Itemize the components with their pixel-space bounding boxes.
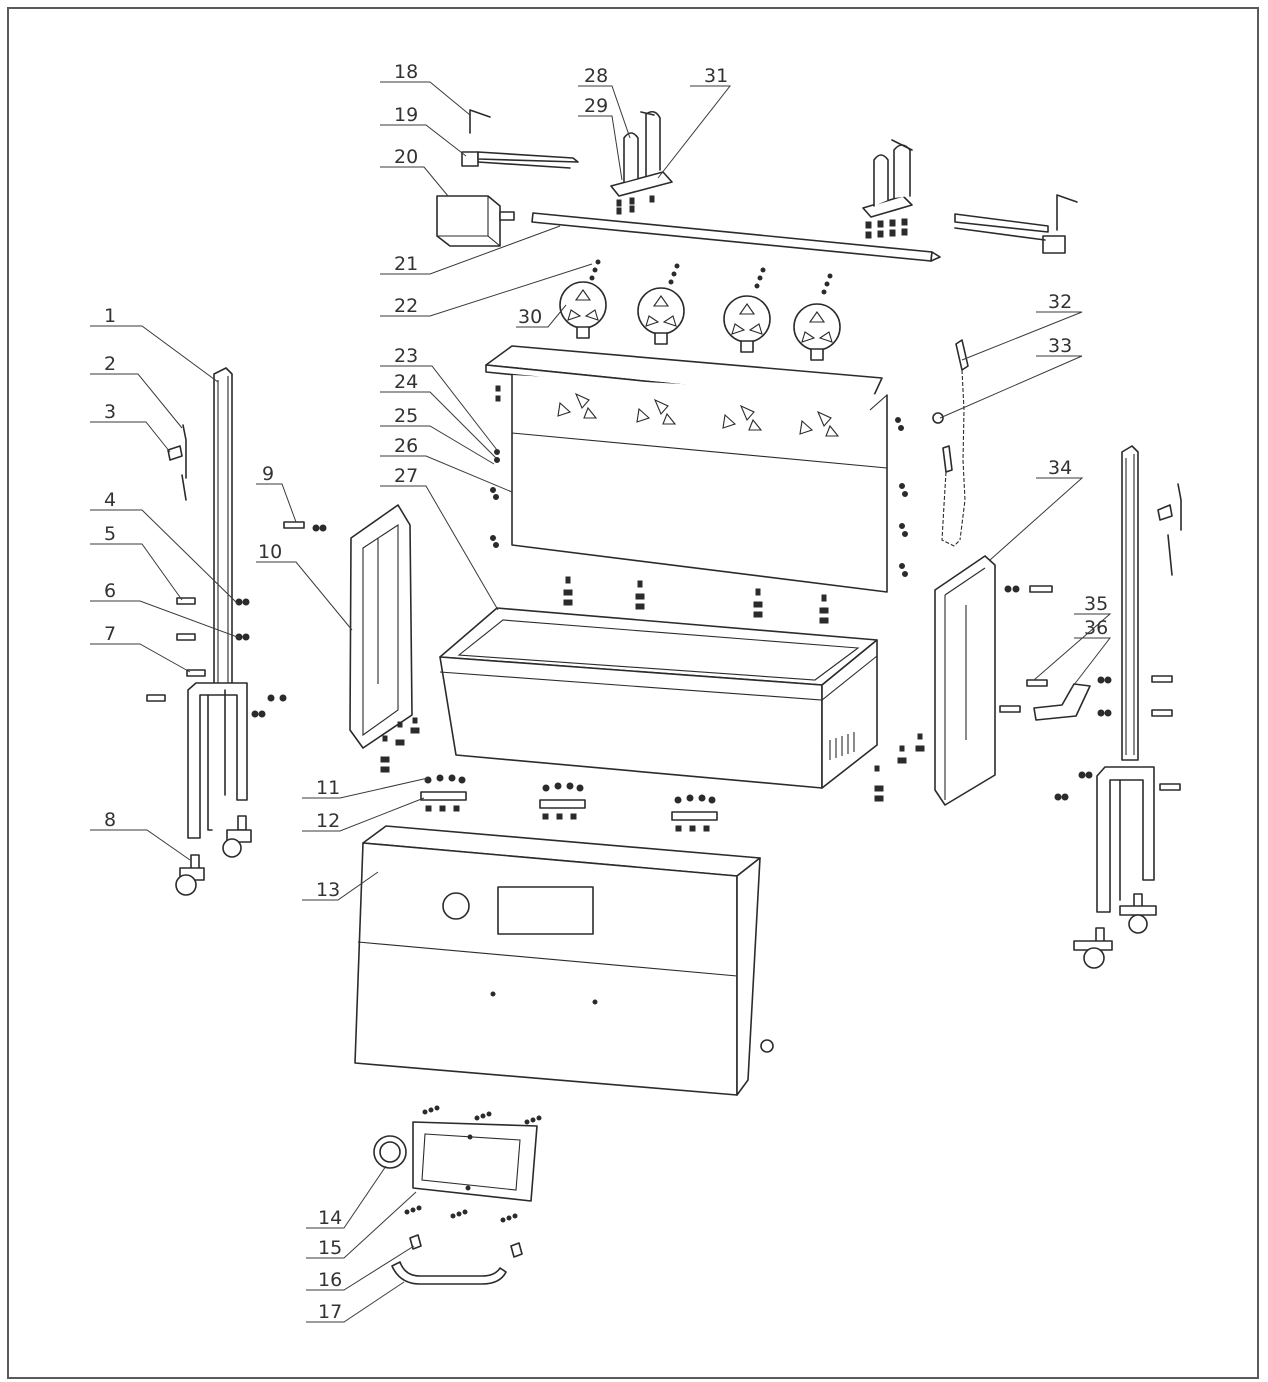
knob-2: [637, 287, 685, 345]
callout-2: 2: [104, 353, 116, 375]
callout-24: 24: [394, 371, 418, 393]
callout-36: 36: [1084, 617, 1108, 639]
callout-6: 6: [104, 580, 116, 602]
caster-right-front: [1073, 927, 1113, 969]
control-knobs: [559, 259, 841, 361]
knob-1: [559, 281, 607, 339]
grill-body: [439, 607, 878, 789]
control-panel: [485, 345, 888, 593]
callout-28: 28: [584, 65, 608, 87]
front-door-panel: [354, 825, 774, 1096]
callout-35: 35: [1084, 593, 1108, 615]
right-leg-assembly: [999, 445, 1182, 969]
caster-right-rear: [1119, 893, 1157, 934]
callout-7: 7: [104, 623, 116, 645]
callout-34: 34: [1048, 457, 1072, 479]
callout-15: 15: [318, 1237, 342, 1259]
callout-17: 17: [318, 1301, 342, 1323]
side-handle-bracket: [1033, 683, 1091, 721]
callout-33: 33: [1048, 335, 1072, 357]
valve-brackets: [420, 774, 718, 832]
window-bezel: [412, 1121, 538, 1202]
rod-handle: [469, 109, 491, 134]
knob-4: [793, 303, 841, 361]
callout-8: 8: [104, 809, 116, 831]
callout-10: 10: [258, 541, 282, 563]
accessory-parts: [373, 1105, 542, 1285]
right-side-panel: [934, 555, 996, 806]
callout-3: 3: [104, 401, 116, 423]
callout-18: 18: [394, 61, 418, 83]
callout-19: 19: [394, 104, 418, 126]
callout-20: 20: [394, 146, 418, 168]
misc-screws: [380, 385, 925, 802]
callout-11: 11: [316, 777, 340, 799]
knob-3: [723, 295, 771, 353]
callout-22: 22: [394, 295, 418, 317]
callout-23: 23: [394, 345, 418, 367]
callout-26: 26: [394, 435, 418, 457]
callout-13: 13: [316, 879, 340, 901]
left-leg-assembly: [146, 367, 327, 896]
igniter-chain: [932, 339, 969, 547]
callout-1: 1: [104, 305, 116, 327]
callout-25: 25: [394, 405, 418, 427]
callout-21: 21: [394, 253, 418, 275]
callout-14: 14: [318, 1207, 342, 1229]
rotisserie-assembly: [436, 109, 1078, 262]
caster-left-rear: [222, 815, 252, 858]
callout-29: 29: [584, 95, 608, 117]
callout-5: 5: [104, 523, 116, 545]
callout-12: 12: [316, 810, 340, 832]
door-handle: [391, 1261, 507, 1285]
callout-31: 31: [704, 65, 728, 87]
callout-27: 27: [394, 465, 418, 487]
left-side-panel: [349, 504, 413, 749]
callout-32: 32: [1048, 291, 1072, 313]
callout-30: 30: [518, 306, 542, 328]
callout-16: 16: [318, 1269, 342, 1291]
callout-leaders: [90, 81, 1112, 1323]
callout-numbers: 1 2 3 4 5 6 7 8 9 10 11 12 13 14 15 16 1…: [104, 61, 1108, 1323]
caster-left-front: [175, 854, 205, 896]
callout-9: 9: [262, 463, 274, 485]
callout-4: 4: [104, 489, 116, 511]
